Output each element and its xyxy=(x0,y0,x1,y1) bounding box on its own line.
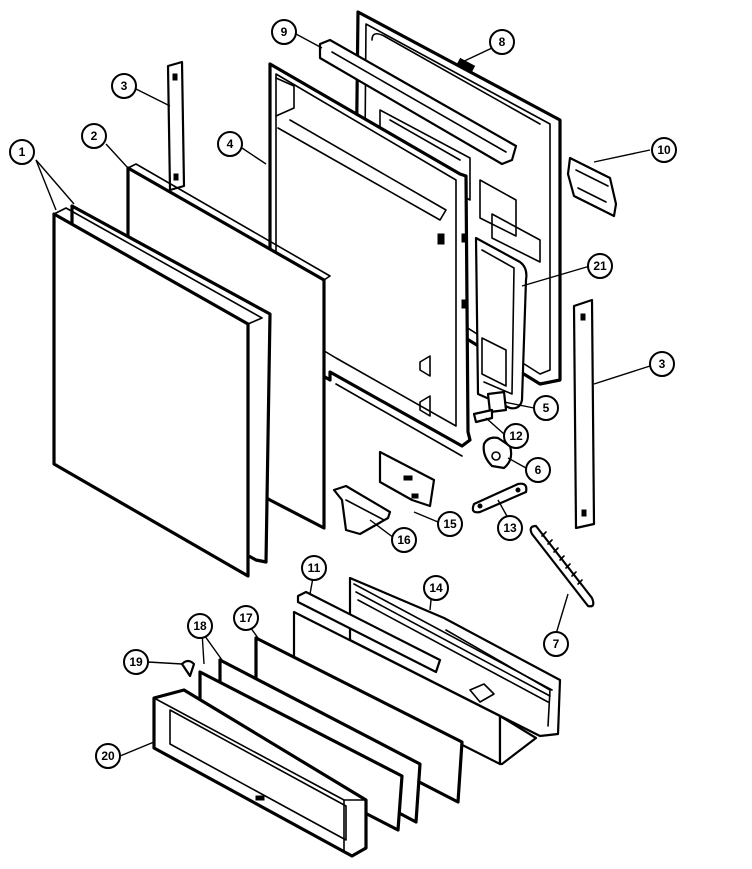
callout-21-label: 21 xyxy=(593,259,607,273)
callout-7-label: 7 xyxy=(553,637,560,651)
part-20-trim-frame xyxy=(152,688,368,858)
callout-20: 20 xyxy=(95,743,121,769)
callout-12: 12 xyxy=(503,423,529,449)
callout-11-label: 11 xyxy=(308,561,321,575)
part-21-gasket xyxy=(474,236,528,410)
callout-4-label: 4 xyxy=(227,137,234,151)
callout-2-label: 2 xyxy=(91,129,98,143)
callout-6: 6 xyxy=(525,457,551,483)
callout-19: 19 xyxy=(123,649,149,675)
part-3-left-strip xyxy=(166,60,186,192)
part-16-bracket xyxy=(332,484,392,536)
callout-15: 15 xyxy=(437,511,463,537)
leader-lines xyxy=(35,33,651,757)
part-3-right-strip xyxy=(572,298,596,530)
callout-11: 11 xyxy=(301,555,327,581)
callout-10: 10 xyxy=(651,137,677,163)
part-5-latch xyxy=(486,390,508,414)
callout-17-label: 17 xyxy=(239,611,253,625)
callout-3-right-label: 3 xyxy=(659,357,666,371)
callout-6-label: 6 xyxy=(535,463,542,477)
callout-16-label: 16 xyxy=(397,533,411,547)
callout-1-label: 1 xyxy=(19,145,26,159)
callout-5-label: 5 xyxy=(543,401,550,415)
callout-17: 17 xyxy=(233,605,259,631)
callout-8-label: 8 xyxy=(499,35,506,49)
callout-5: 5 xyxy=(533,395,559,421)
callout-14-label: 14 xyxy=(429,581,443,595)
callout-2: 2 xyxy=(81,123,107,149)
callout-13-label: 13 xyxy=(503,521,517,535)
part-15-bracket xyxy=(378,450,436,508)
callout-21: 21 xyxy=(587,253,613,279)
callout-3-left: 3 xyxy=(111,73,137,99)
part-11-console-strip xyxy=(292,590,538,766)
callout-4: 4 xyxy=(217,131,243,157)
part-9-top-rail xyxy=(318,38,518,166)
callout-9: 9 xyxy=(271,19,297,45)
callout-7: 7 xyxy=(543,631,569,657)
part-19-screw xyxy=(180,659,196,678)
callout-20-label: 20 xyxy=(101,749,115,763)
callout-3-right: 3 xyxy=(649,351,675,377)
callout-14: 14 xyxy=(423,575,449,601)
part-10-bracket xyxy=(566,156,618,218)
callout-3-left-label: 3 xyxy=(121,79,128,93)
part-1-front-panels xyxy=(52,204,272,578)
part-14-console xyxy=(348,576,562,738)
callout-12-label: 12 xyxy=(509,429,523,443)
callout-13: 13 xyxy=(497,515,523,541)
part-13-link xyxy=(471,482,528,514)
callout-10-label: 10 xyxy=(657,143,671,157)
callout-1: 1 xyxy=(9,139,35,165)
callout-15-label: 15 xyxy=(443,517,457,531)
callout-16: 16 xyxy=(391,527,417,553)
callout-18: 18 xyxy=(187,613,213,639)
callout-18-label: 18 xyxy=(193,619,207,633)
callout-19-label: 19 xyxy=(129,655,143,669)
callout-9-label: 9 xyxy=(281,25,288,39)
part-7-spring xyxy=(529,524,595,608)
part-6-hinge xyxy=(482,436,513,470)
callout-8: 8 xyxy=(489,29,515,55)
